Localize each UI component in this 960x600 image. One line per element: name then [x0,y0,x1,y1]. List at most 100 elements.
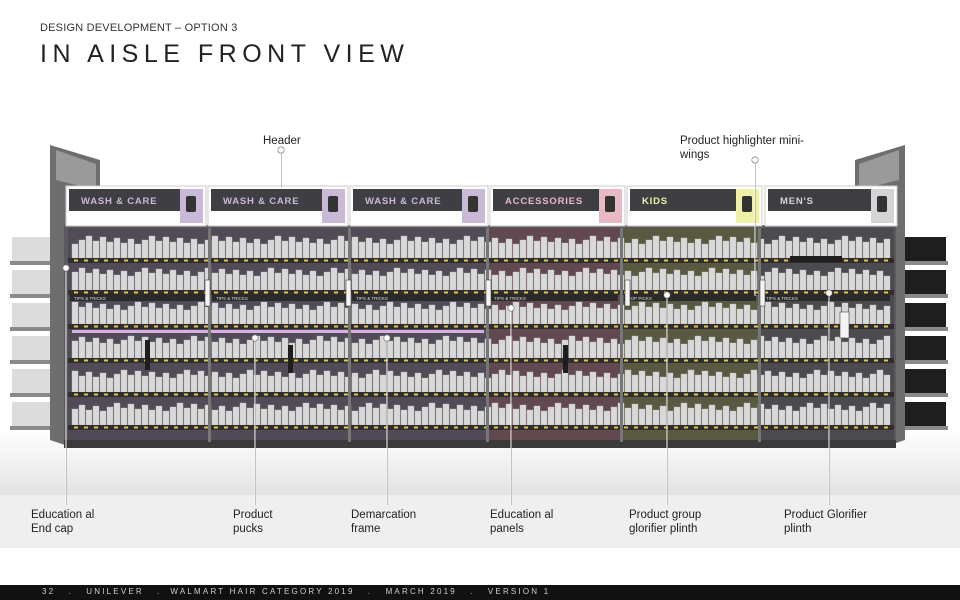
product-pack [393,267,401,291]
price-strip-tick [834,325,838,328]
price-strip-tick [834,291,838,294]
product-pack [610,308,618,325]
price-strip-tick [444,393,448,396]
price-strip-tick [864,359,868,362]
product-pack [414,372,422,393]
product-pack [519,239,527,259]
price-strip-tick [384,359,388,362]
product-pack [358,241,366,259]
product-pack [610,269,618,291]
product-pack [834,404,842,426]
product-pack [722,268,730,291]
price-strip-tick [324,259,328,262]
product-pack [435,369,443,393]
product-pack [771,375,779,393]
price-strip-tick [94,426,98,429]
product-pack [120,309,128,325]
price-strip-tick [534,325,538,328]
product-pack [827,271,835,291]
price-strip-tick [374,325,378,328]
price-strip-tick [564,259,568,262]
product-pack [841,409,849,426]
price-strip-tick [264,426,268,429]
price-strip-tick [584,325,588,328]
product-pack [652,235,660,259]
price-strip-tick [444,325,448,328]
product-pack [162,410,170,426]
product-pack [547,241,555,259]
price-strip-tick [564,426,568,429]
product-pack [386,340,394,359]
product-pack [554,343,562,359]
price-strip-tick [504,259,508,262]
product-pack [330,375,338,393]
price-strip-tick [304,259,308,262]
product-pack [533,268,541,291]
price-strip-tick [454,393,458,396]
product-pack [729,342,737,359]
price-strip-tick [154,325,158,328]
product-pack [715,302,723,325]
price-strip-tick [494,359,498,362]
product-pack [113,373,121,393]
product-pack [498,242,506,259]
product-pack [561,407,569,426]
product-pack [869,343,877,359]
product-pack [197,243,205,259]
product-pack [428,343,436,359]
product-pack [71,243,79,259]
leader-educational-panels-dot [507,304,515,312]
price-strip-tick [384,325,388,328]
product-pack [155,240,163,259]
product-pack [323,301,331,325]
price-strip-tick [74,325,78,328]
price-strip-tick [264,359,268,362]
left-wing-top [56,150,96,190]
product-pack [78,404,86,426]
price-strip-tick [224,259,228,262]
price-strip-tick [234,259,238,262]
leader-demarcation-frame-dot [383,334,391,342]
product-pack [442,374,450,393]
product-pack [120,339,128,359]
price-strip-tick [574,393,578,396]
price-strip-tick [304,291,308,294]
price-strip-tick [554,259,558,262]
product-pack [876,369,884,393]
product-pack [316,335,324,359]
product-pack [239,343,247,359]
section-tint [622,228,760,440]
price-strip-tick [474,291,478,294]
product-pack [183,407,191,426]
product-pack [330,404,338,426]
price-strip-tick [744,325,748,328]
product-pack [99,410,107,426]
product-pack [456,267,464,291]
price-strip-tick [464,325,468,328]
price-strip-tick [694,259,698,262]
product-pack [813,242,821,259]
price-strip-tick [794,325,798,328]
callout-product-pucks: Product pucks [233,509,273,535]
product-pack [680,343,688,359]
price-strip-tick [124,393,128,396]
callout-education-end-cap: Education al End cap [31,509,95,535]
product-pack [449,301,457,325]
price-strip-tick [534,393,538,396]
product-pack [463,409,471,426]
price-strip-tick [264,291,268,294]
product-pack [855,273,863,291]
product-pack [456,375,464,393]
price-strip-tick [314,359,318,362]
shelf-edge [68,392,894,397]
price-strip-tick [214,259,218,262]
product-pack [540,236,548,259]
price-strip-tick [674,393,678,396]
left-end-cap-shelf [10,393,60,397]
price-strip-tick [884,359,888,362]
product-pack [764,243,772,259]
footer-bar: 32 . UNILEVER . WALMART HAIR CATEGORY 20… [0,585,960,600]
product-pack [736,377,744,393]
price-strip-tick [124,325,128,328]
product-pack [582,267,590,291]
